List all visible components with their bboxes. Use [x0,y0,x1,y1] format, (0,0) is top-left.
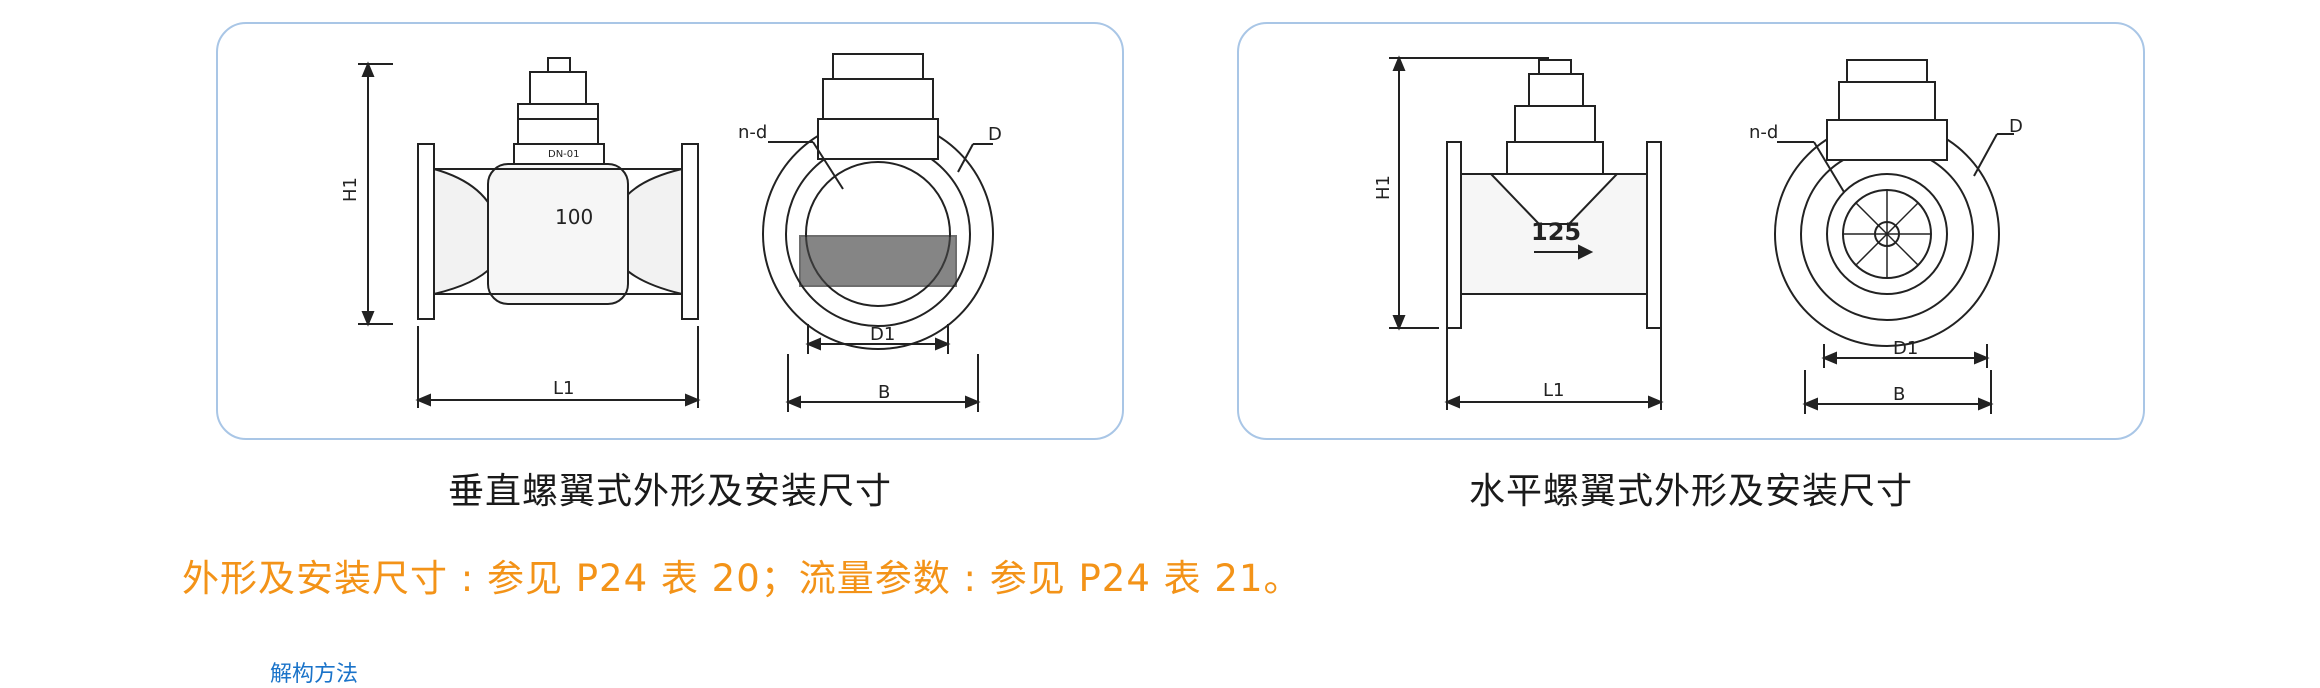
vertical-meter-drawing: H1 L1 n-d D D1 B 100 DN-01 [340,53,1002,412]
d-label: D [988,124,1002,145]
size-label: 125 [1531,218,1581,246]
dimension-reference-note: 外形及安装尺寸 : 参见 P24 表 20；流量参数 : 参见 P24 表 21… [182,557,1302,600]
vertical-meter-caption: 垂直螺翼式外形及安装尺寸 [447,471,892,512]
h1-label: H1 [340,177,361,202]
b-label: B [878,382,890,403]
h1-label: H1 [1373,175,1394,200]
horizontal-meter-drawing: H1 L1 n-d D D1 B 125 [1373,55,2023,414]
horizontal-meter-diagram-panel: H1 L1 n-d D D1 B 125 [1237,22,2145,440]
b-label: B [1893,384,1905,405]
d1-label: D1 [870,324,895,345]
nd-label: n-d [1749,122,1778,143]
size-label: 100 [555,205,593,229]
d-label: D [2009,116,2023,137]
vertical-meter-diagram-panel: H1 L1 n-d D D1 B 100 DN-01 [216,22,1124,440]
footer-link[interactable]: 解构方法 [270,662,359,687]
horizontal-meter-caption: 水平螺翼式外形及安装尺寸 [1468,471,1913,512]
model-label: DN-01 [548,149,580,160]
nd-label: n-d [738,122,767,143]
l1-label: L1 [1543,380,1564,401]
l1-label: L1 [553,378,574,399]
d1-label: D1 [1893,338,1918,359]
